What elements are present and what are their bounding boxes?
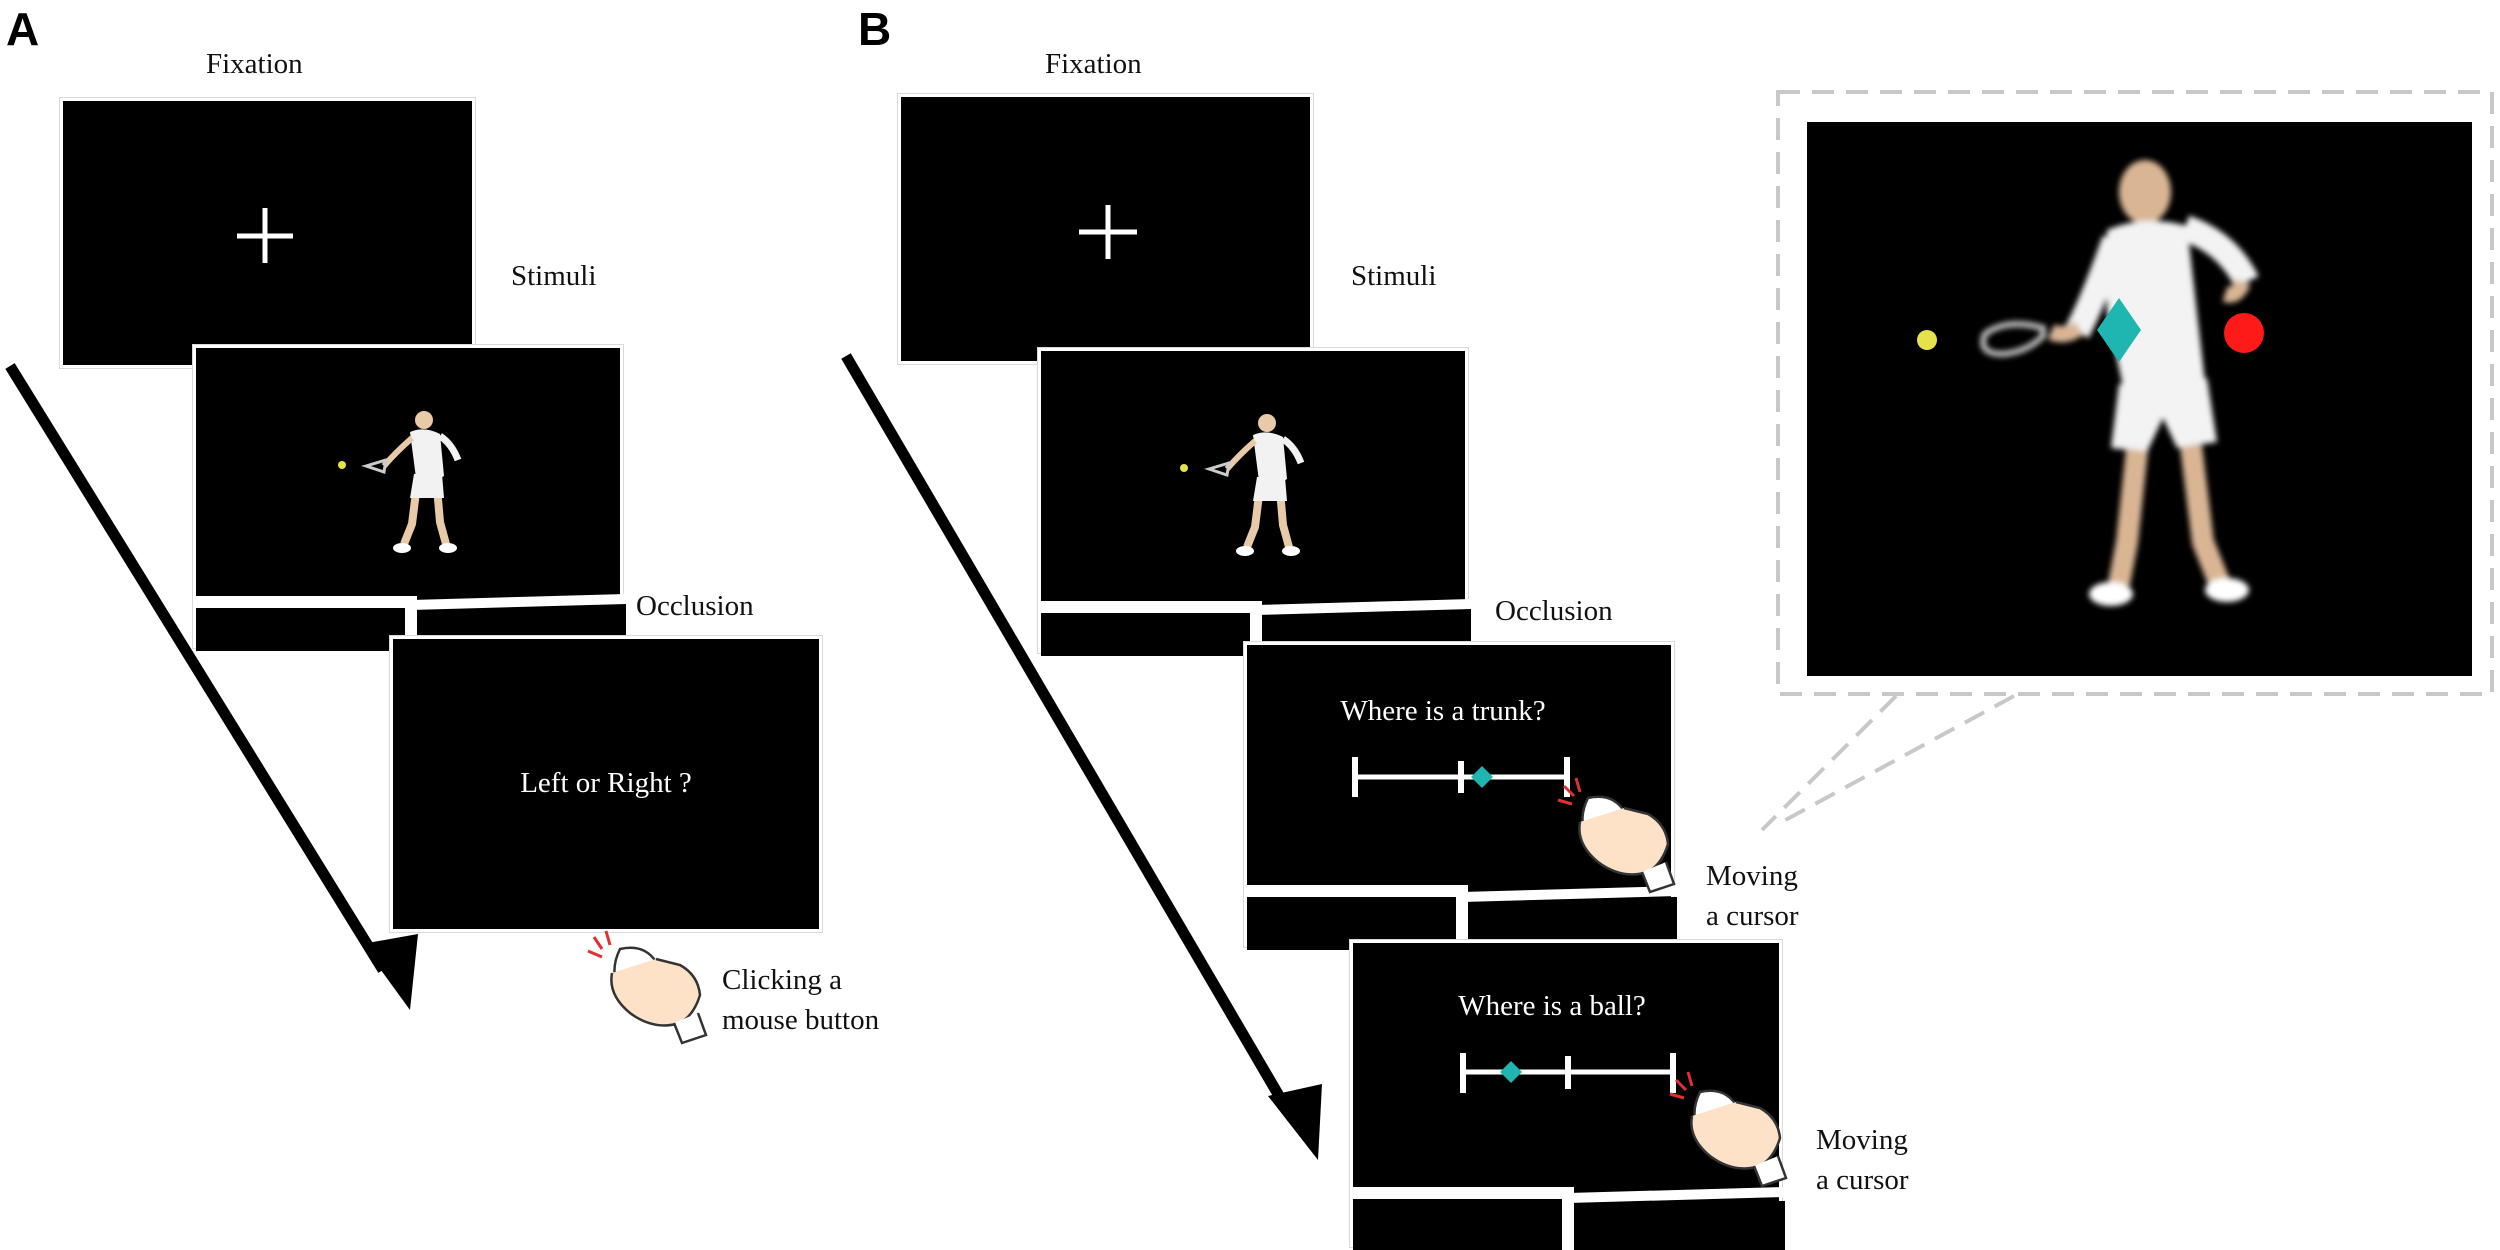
ball-question-screen: Where is a ball? xyxy=(1349,939,1786,1250)
fixation-cross-icon xyxy=(237,208,293,263)
occlusion-label-b: Occlusion xyxy=(1495,595,1613,627)
occlusion-label-a: Occlusion xyxy=(636,590,754,622)
panel-a-letter: A xyxy=(6,3,40,55)
zoomed-diamond-marker-icon xyxy=(2097,298,2141,362)
zoomed-ball-icon xyxy=(1917,330,1937,350)
diamond-marker-icon xyxy=(1471,766,1493,788)
fixation-label-b: Fixation xyxy=(1045,48,1142,80)
ball-question-text: Where is a ball? xyxy=(1458,990,1646,1022)
fixation-screen-a xyxy=(59,97,476,369)
stimuli-label-b: Stimuli xyxy=(1351,260,1437,292)
fixation-screen-b xyxy=(897,93,1314,365)
response-label-b1-line1: Moving xyxy=(1706,860,1798,892)
response-label-b2-line2: a cursor xyxy=(1816,1164,1909,1196)
question-text-a: Left or Right ? xyxy=(520,767,692,799)
panel-b-letter: B xyxy=(858,3,892,55)
ball-icon-b xyxy=(1180,464,1188,472)
trunk-question-text: Where is a trunk? xyxy=(1340,695,1546,727)
response-label-b1-line2: a cursor xyxy=(1706,900,1799,932)
zoomed-tennis-player-icon xyxy=(1980,160,2259,606)
diamond-marker-icon-b2 xyxy=(1500,1061,1522,1083)
stimuli-label-a: Stimuli xyxy=(511,260,597,292)
tennis-player-icon xyxy=(361,411,462,553)
tennis-player-icon-b xyxy=(1204,414,1305,556)
fixation-label-a: Fixation xyxy=(206,48,303,80)
response-label-a-line1: Clicking a xyxy=(722,964,843,996)
red-dot-icon xyxy=(2224,313,2264,353)
response-label-b2-line1: Moving xyxy=(1816,1124,1908,1156)
ball-icon xyxy=(338,461,346,469)
question-screen-a: Left or Right ? xyxy=(389,635,823,933)
stimuli-screen-a xyxy=(192,344,627,651)
response-label-a-line2: mouse button xyxy=(722,1004,880,1036)
zoomed-stimulus-screen xyxy=(1807,122,2472,676)
fixation-cross-icon-b xyxy=(1079,205,1137,259)
stimuli-screen-b xyxy=(1037,347,1472,656)
